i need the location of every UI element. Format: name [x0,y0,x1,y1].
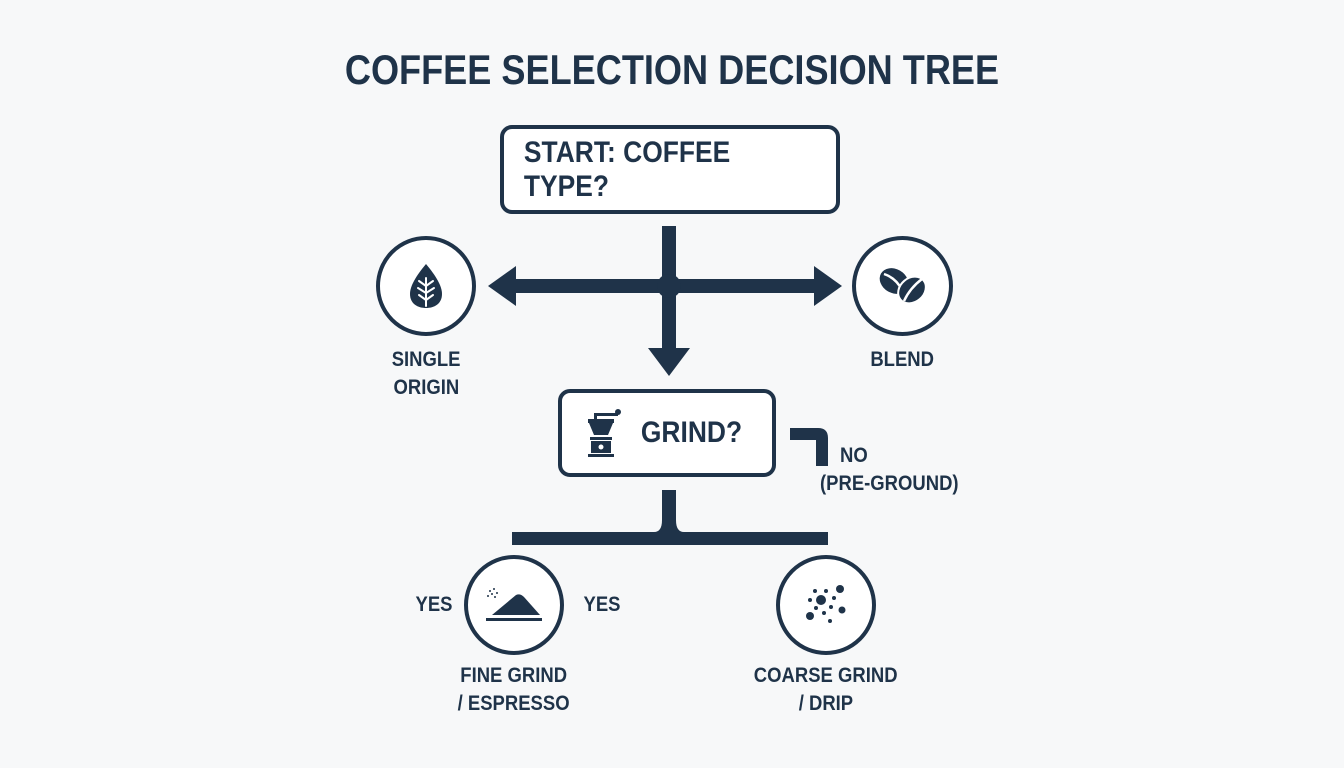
pre-ground-label: NO (PRE-GROUND) [820,444,959,495]
coarse-particles-icon [806,585,846,623]
grind-node-label: GRIND? [640,416,742,449]
fine-grind-node [464,555,564,655]
grind-node: GRIND? [558,389,776,477]
arrow-down-to-grind [648,348,690,376]
fine-grind-label: FINE GRIND / ESPRESSO [458,664,570,715]
start-node-label: START: COFFEE TYPE? [523,135,731,203]
coarse-grind-label: COARSE GRIND / DRIP [754,664,898,715]
connector-split-bar [512,532,828,545]
start-node: START: COFFEE TYPE? [500,125,840,214]
yes-label-left: YES [415,593,453,616]
blend-node [852,236,953,336]
single-origin-label: SINGLE ORIGIN [391,348,461,399]
page-title: COFFEE SELECTION DECISION TREE [344,46,1000,93]
coffee-grinder-icon [587,409,621,457]
coffee-beans-icon [879,268,927,305]
fine-powder-pile-icon [486,588,542,621]
arrow-left-to-single-origin [488,266,516,306]
leaf-icon [410,264,442,308]
blend-label: BLEND [870,348,934,371]
connector-no-pre-ground [790,428,828,466]
single-origin-node [376,236,476,336]
coarse-grind-node [776,555,876,655]
arrow-right-to-blend [814,266,842,306]
yes-label-right: YES [583,593,621,616]
